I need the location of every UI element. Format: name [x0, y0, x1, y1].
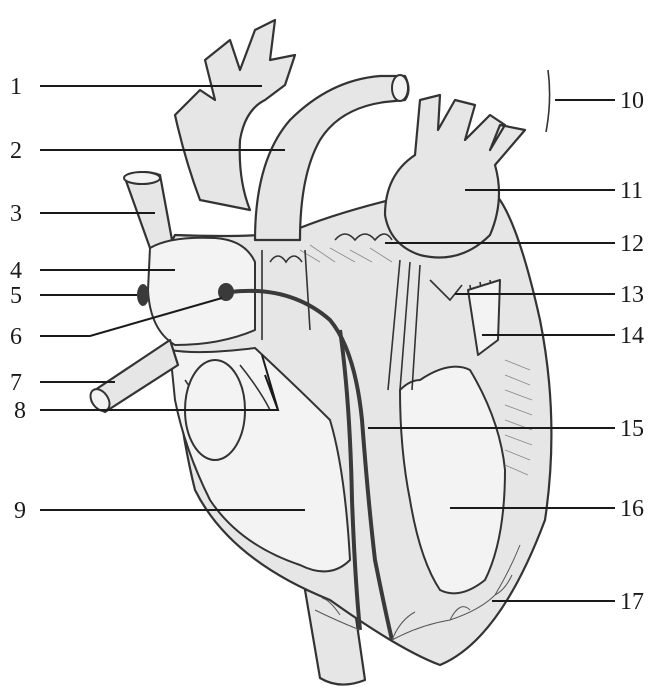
label-11: 11	[620, 178, 643, 204]
label-13: 13	[620, 282, 644, 308]
label-9: 9	[14, 498, 26, 524]
label-6: 6	[10, 324, 22, 350]
heart-illustration	[87, 20, 552, 685]
label-2: 2	[10, 138, 22, 164]
svc-opening	[124, 172, 160, 184]
aorta-opening	[392, 75, 408, 101]
label-3: 3	[10, 201, 22, 227]
label-1: 1	[10, 74, 22, 100]
label-17: 17	[620, 589, 644, 615]
label-12: 12	[620, 231, 644, 257]
wall-layer-marker	[546, 70, 550, 132]
label-7: 7	[10, 370, 22, 396]
sinoatrial-node	[137, 284, 149, 306]
label-15: 15	[620, 416, 644, 442]
label-14: 14	[620, 323, 644, 349]
label-5: 5	[10, 283, 22, 309]
label-4: 4	[10, 258, 22, 284]
label-16: 16	[620, 496, 644, 522]
label-8: 8	[14, 398, 26, 424]
label-10: 10	[620, 88, 644, 114]
